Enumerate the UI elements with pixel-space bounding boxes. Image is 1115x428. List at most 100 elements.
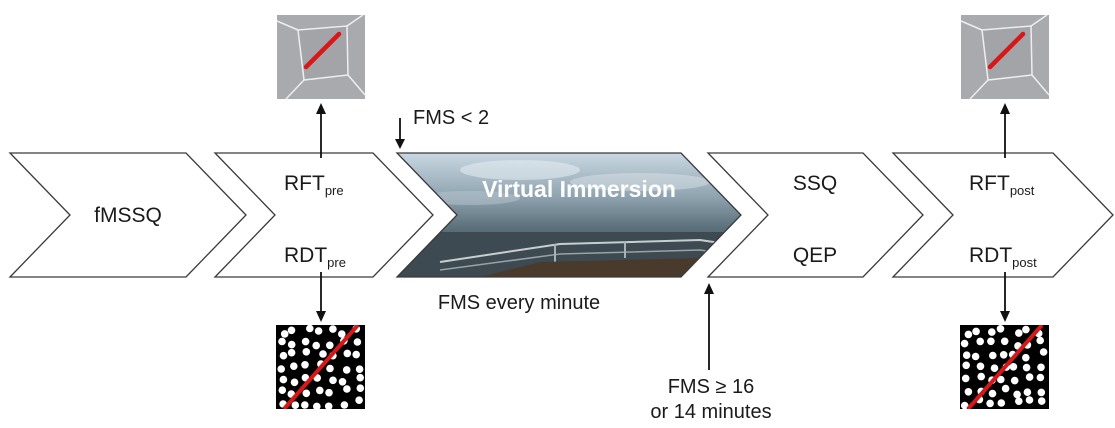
rft-post-label: RFTpost xyxy=(969,172,1035,198)
rdt-dot xyxy=(990,364,999,373)
rdt-dot xyxy=(977,372,985,381)
rdt-dot xyxy=(301,361,309,369)
rdt-dot xyxy=(326,341,334,350)
rdt-dot xyxy=(1036,373,1045,382)
immersion-title: Virtual Immersion xyxy=(482,176,676,202)
step-post-tests-chevron xyxy=(891,152,1114,278)
rdt-dot xyxy=(301,401,309,409)
rdt-dot xyxy=(338,378,347,386)
rdt-dot xyxy=(312,341,321,350)
start-condition-label: FMS < 2 xyxy=(413,107,489,129)
rdt-dot xyxy=(1037,397,1046,405)
arrow-to-rft-post xyxy=(1000,103,1010,158)
rdt-dot xyxy=(353,338,362,346)
rdt-post-label: RDTpost xyxy=(969,244,1037,270)
rdt-dot xyxy=(1037,388,1046,397)
rdt-dot xyxy=(976,337,984,346)
rdt-dot xyxy=(290,362,298,371)
rdt-dot xyxy=(324,402,333,409)
rdt-dot xyxy=(1015,397,1023,406)
rdt-dot xyxy=(999,351,1008,359)
rdt-dot xyxy=(325,388,333,397)
rdt-dot xyxy=(338,330,346,338)
ssq-label: SSQ xyxy=(793,172,837,195)
rdt-dot xyxy=(277,365,286,373)
rft-post-image xyxy=(960,14,1050,100)
step-fmssq-chevron xyxy=(8,152,247,278)
rdt-dot xyxy=(287,326,296,335)
rdt-dot xyxy=(997,375,1005,384)
rdt-dot xyxy=(356,384,365,393)
arrow-to-rft-pre xyxy=(316,103,326,158)
rdt-dot xyxy=(988,328,996,336)
step-pre-tests-chevron xyxy=(213,152,434,278)
rdt-dot xyxy=(986,399,994,408)
rdt-dot xyxy=(355,396,363,405)
step-fmssq-label: fMSSQ xyxy=(94,204,162,227)
rdt-dot xyxy=(964,330,973,339)
rdt-dot xyxy=(342,366,351,374)
rdt-dot xyxy=(1013,390,1021,399)
rdt-dot xyxy=(962,351,971,360)
rdt-dot xyxy=(996,325,1005,333)
stop-condition-line2: or 14 minutes xyxy=(650,401,771,423)
stop-condition-line1: FMS ≥ 16 xyxy=(668,376,755,398)
rdt-dot xyxy=(326,364,334,373)
rdt-dot xyxy=(1022,363,1031,372)
rdt-dot xyxy=(1039,348,1048,356)
rdt-dot xyxy=(1036,336,1044,345)
rdt-dot xyxy=(291,401,300,409)
rdt-dot xyxy=(964,388,973,396)
rft-pre-label: RFTpre xyxy=(284,172,344,198)
rdt-post-image xyxy=(960,325,1049,409)
arrow-to-rdt-pre xyxy=(316,272,326,322)
rdt-dot xyxy=(278,386,287,395)
rdt-dot xyxy=(355,365,364,374)
rdt-dot xyxy=(279,375,288,384)
rdt-dot xyxy=(340,401,349,409)
rdt-dot xyxy=(278,337,286,346)
rdt-dot xyxy=(997,399,1006,407)
rdt-pre-label: RDTpre xyxy=(284,244,346,270)
rdt-dot xyxy=(356,373,365,382)
rdt-dot xyxy=(1037,363,1045,372)
rdt-dot xyxy=(960,401,969,409)
rdt-dot xyxy=(287,340,296,349)
rdt-dot xyxy=(280,330,289,338)
start-condition-arrow xyxy=(395,118,405,149)
rdt-dot xyxy=(962,361,970,370)
rdt-dot xyxy=(352,350,361,359)
rdt-dot xyxy=(976,362,985,371)
rdt-dot xyxy=(279,351,288,360)
rdt-dot xyxy=(987,337,995,346)
rdt-pre-image xyxy=(276,325,365,409)
rdt-dot xyxy=(960,339,969,348)
rdt-dot xyxy=(1022,325,1030,334)
qep-label: QEP xyxy=(793,244,837,267)
stop-condition-arrow xyxy=(704,283,714,370)
step-questionnaires-chevron xyxy=(706,152,924,278)
rdt-dot xyxy=(329,325,337,333)
rdt-dot xyxy=(313,402,321,409)
virtual-sea-scene-image xyxy=(397,153,741,277)
rdt-dot xyxy=(1015,329,1023,337)
rdt-dot xyxy=(314,327,323,335)
arrow-to-rdt-post xyxy=(1000,272,1010,322)
rdt-dot xyxy=(343,349,352,358)
rdt-dot xyxy=(1025,396,1034,404)
rdt-dot xyxy=(302,348,311,356)
rdt-dot xyxy=(287,348,296,357)
rdt-dot xyxy=(343,385,351,393)
rdt-dot xyxy=(301,337,310,346)
step-immersion-chevron xyxy=(395,152,742,278)
rdt-dot xyxy=(988,389,997,398)
rdt-dot xyxy=(290,378,299,387)
rdt-dot xyxy=(989,351,997,360)
rdt-dot xyxy=(961,374,970,383)
rdt-dot xyxy=(1009,363,1018,371)
immersion-caption: FMS every minute xyxy=(438,292,600,314)
rdt-dot xyxy=(1025,373,1034,381)
rdt-dot xyxy=(316,386,324,395)
rdt-dot xyxy=(302,389,311,398)
